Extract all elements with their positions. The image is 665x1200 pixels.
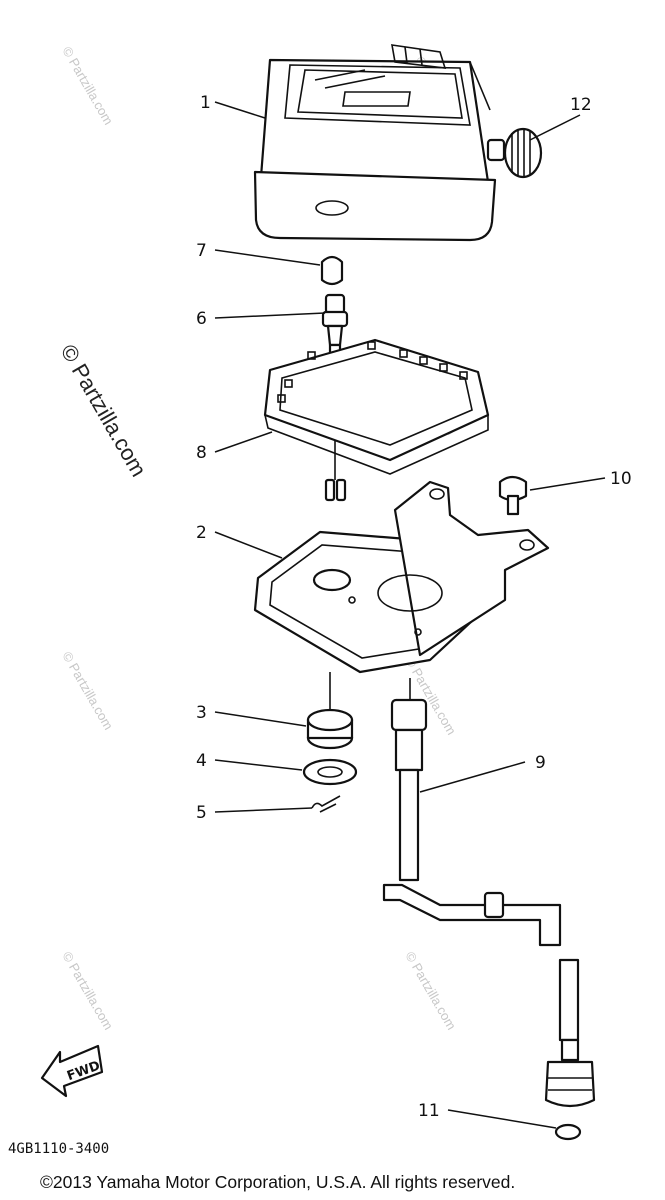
callout-4: 4 [196, 751, 207, 771]
bulb-cover-part [320, 255, 344, 286]
callout-7: 7 [196, 241, 207, 261]
leader-lines [214, 101, 606, 1129]
washer-part [302, 758, 358, 786]
callout-11: 11 [418, 1101, 440, 1121]
screw-part [498, 475, 528, 516]
callout-12: 12 [570, 95, 592, 115]
meter-bracket-part [253, 480, 550, 674]
callout-8: 8 [196, 443, 207, 463]
callout-2: 2 [196, 523, 207, 543]
knob-part [486, 127, 543, 179]
speedometer-cable-part [382, 678, 596, 1108]
fwd-arrow-icon: FWD [40, 1044, 104, 1098]
watermark-6: © Partzilla.com [59, 949, 116, 1032]
callout-6: 6 [196, 309, 207, 329]
watermark-main: © Partzilla.com [56, 340, 152, 481]
callout-3: 3 [196, 703, 207, 723]
callout-10: 10 [610, 469, 632, 489]
seal-frame-part [263, 338, 490, 475]
grommet-part [306, 708, 354, 750]
meter-housing-part [253, 44, 497, 242]
o-ring-part [554, 1123, 582, 1141]
callout-9: 9 [535, 753, 546, 773]
watermark-7: © Partzilla.com [402, 949, 459, 1032]
callout-numbers: 1 2 3 4 5 6 7 8 9 10 11 12 [196, 93, 632, 1121]
callout-1: 1 [200, 93, 211, 113]
copyright-notice: ©2013 Yamaha Motor Corporation, U.S.A. A… [40, 1172, 515, 1192]
clip-part [311, 795, 341, 813]
watermark-1: © Partzilla.com [59, 44, 116, 127]
part-code: 4GB1110-3400 [8, 1141, 109, 1157]
callout-5: 5 [196, 803, 207, 823]
watermark-4: © Partzilla.com [59, 649, 116, 732]
